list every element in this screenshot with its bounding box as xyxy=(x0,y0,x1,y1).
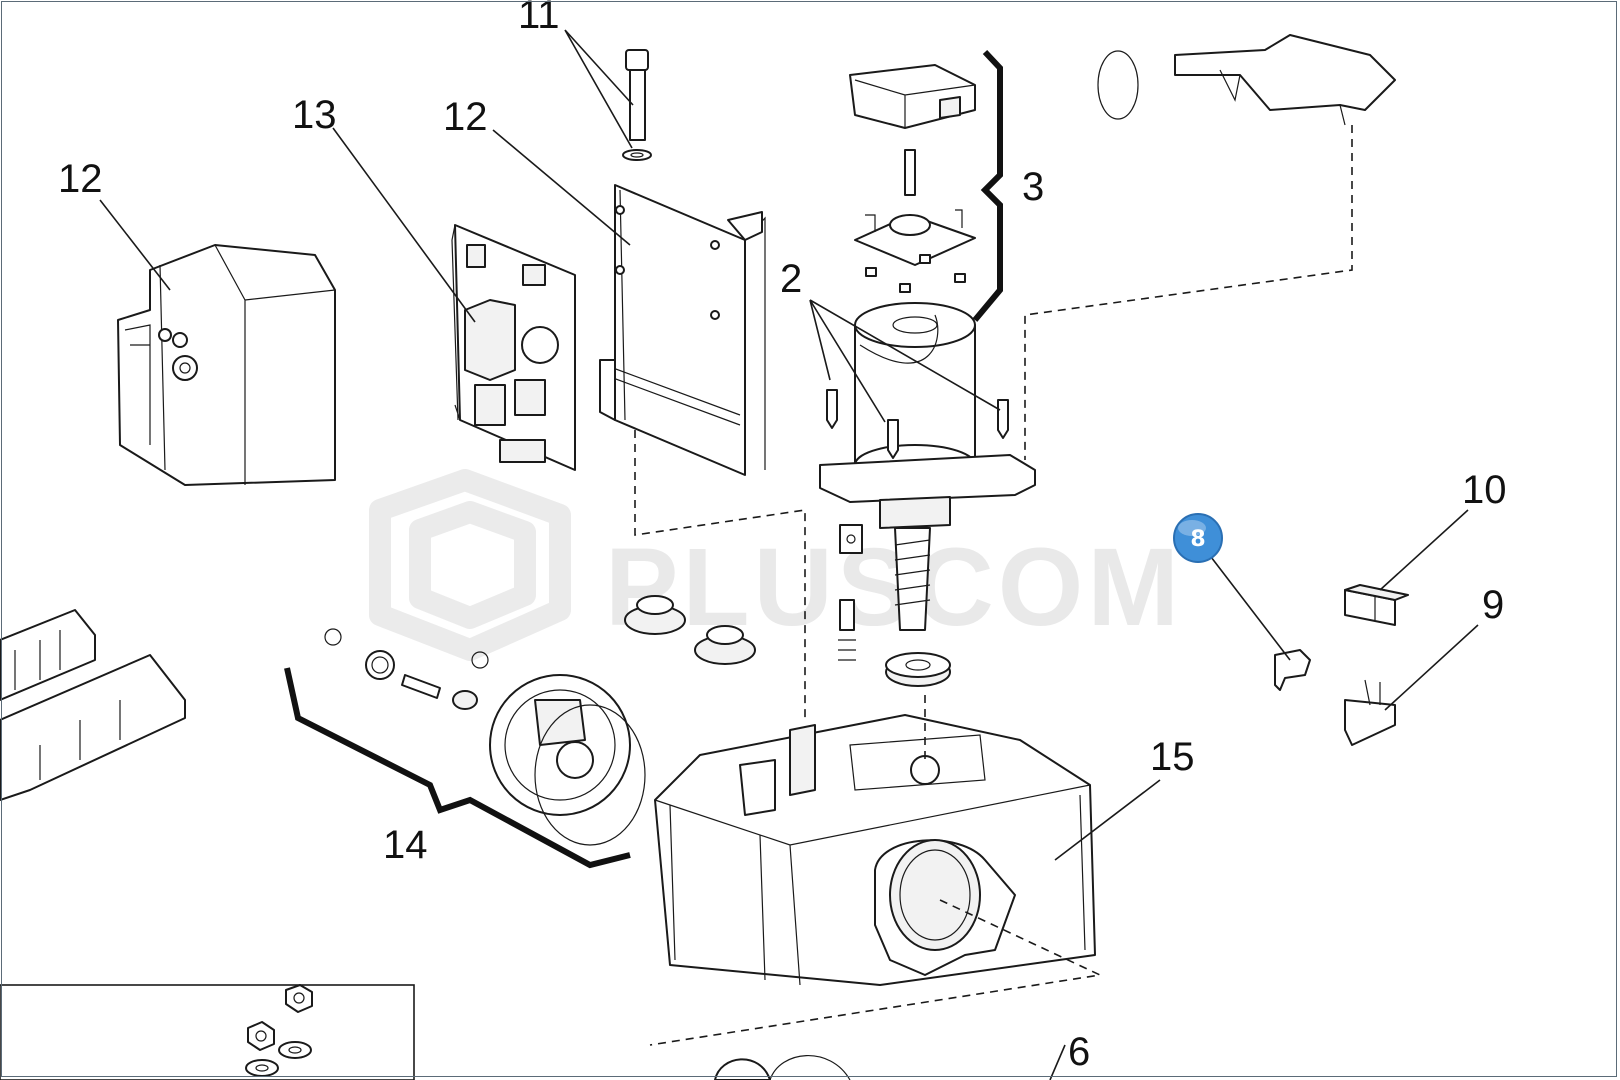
gear-cover-top-right[interactable] xyxy=(1097,34,1396,126)
callout-3: 3 xyxy=(1022,165,1044,209)
gearbox-housing[interactable] xyxy=(654,714,1096,986)
callout-2: 2 xyxy=(780,257,802,301)
watermark-logo-icon xyxy=(369,469,571,661)
motor-screws[interactable] xyxy=(826,389,1009,459)
callout-13: 13 xyxy=(292,93,337,137)
brace-part-3 xyxy=(972,49,1003,322)
gear-rack-rails[interactable] xyxy=(0,609,186,801)
cover-housing[interactable] xyxy=(117,244,336,486)
bearing[interactable] xyxy=(885,652,951,687)
callout-9: 9 xyxy=(1482,583,1504,627)
motor-top-assembly[interactable] xyxy=(849,64,976,266)
callout-12-plate: 12 xyxy=(443,95,488,139)
switch-bracket[interactable] xyxy=(1344,679,1396,746)
callout-11: 11 xyxy=(518,0,560,37)
watermark: PLUSCOM xyxy=(369,469,1183,661)
callout-14: 14 xyxy=(383,823,428,867)
callout-12-cover: 12 xyxy=(58,157,103,201)
switch-clip[interactable] xyxy=(1274,649,1311,691)
control-circuit-board[interactable] xyxy=(451,224,576,471)
hardware-inset xyxy=(0,984,415,1080)
hex-nut-icon[interactable] xyxy=(285,984,313,1013)
callout-badge-8[interactable]: 8 xyxy=(1173,513,1223,563)
callout-6: 6 xyxy=(1068,1030,1090,1074)
small-fittings xyxy=(865,254,966,293)
hex-nut-icon[interactable] xyxy=(247,1021,275,1051)
badge-number: 8 xyxy=(1190,527,1205,552)
watermark-text: PLUSCOM xyxy=(605,526,1183,649)
mounting-plate[interactable] xyxy=(599,184,766,476)
callout-leaders xyxy=(99,29,1479,1080)
washer-icon[interactable] xyxy=(278,1041,312,1059)
electric-motor[interactable] xyxy=(819,302,1036,631)
bolt-with-washer[interactable] xyxy=(622,49,652,161)
callout-15: 15 xyxy=(1150,735,1195,779)
limit-switch-block[interactable] xyxy=(1344,584,1409,626)
end-cap-assembly[interactable] xyxy=(324,628,646,846)
bottom-partial-part xyxy=(714,1055,851,1080)
rubber-grommets[interactable] xyxy=(624,524,863,665)
brace-part-14 xyxy=(284,667,631,869)
washer-icon[interactable] xyxy=(245,1059,279,1077)
callout-10: 10 xyxy=(1462,468,1507,512)
assembly-dashed-lines xyxy=(634,125,1353,1046)
